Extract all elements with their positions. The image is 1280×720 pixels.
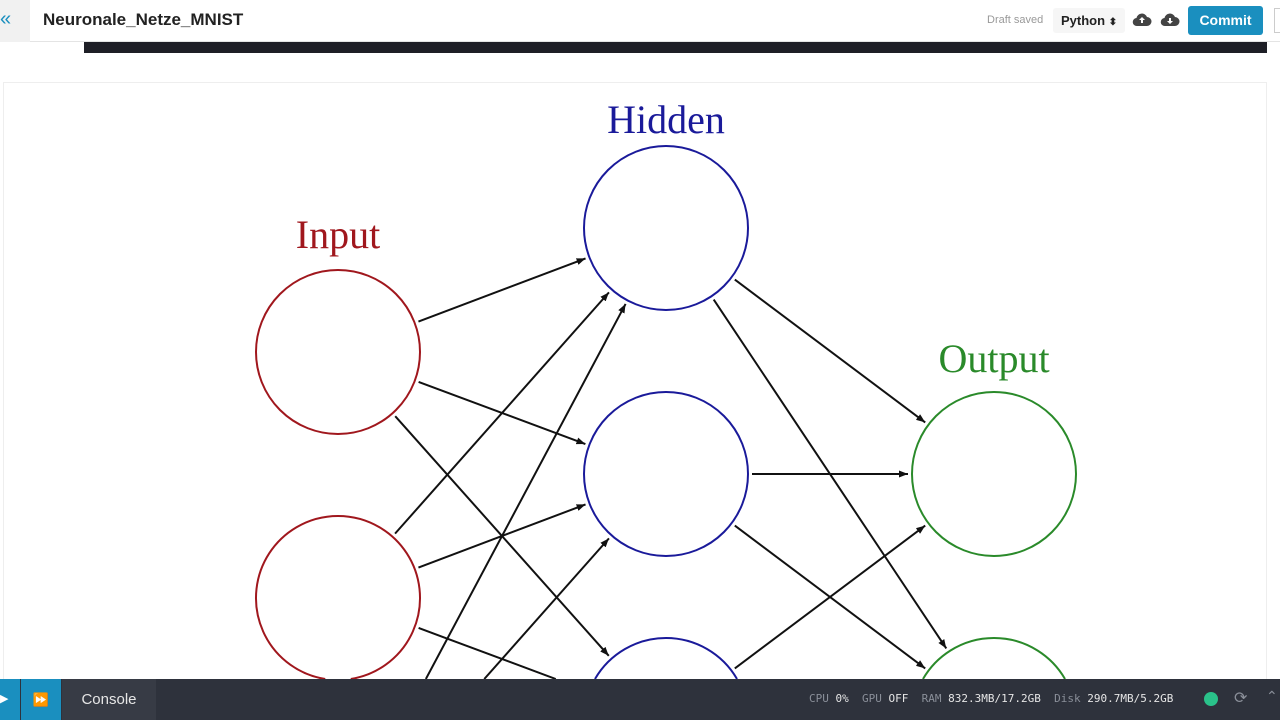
run-all-icon[interactable]: ⏩ bbox=[21, 679, 61, 720]
disk-value: 290.7MB/5.2GB bbox=[1087, 692, 1174, 705]
gpu-value: OFF bbox=[888, 692, 909, 705]
neural-network-diagram: Input Hidden Output bbox=[255, 97, 1077, 679]
cloud-download-icon[interactable] bbox=[1160, 10, 1180, 30]
console-tab[interactable]: Console bbox=[62, 679, 156, 720]
refresh-icon[interactable]: ⟳ bbox=[1234, 690, 1248, 707]
output-node-o1 bbox=[911, 391, 1077, 557]
edge-h3-o1 bbox=[734, 524, 926, 670]
edge-h1-o1 bbox=[734, 278, 926, 424]
output-node-o2 bbox=[922, 637, 1066, 679]
cell-output-bar bbox=[84, 42, 1267, 53]
cpu-value: 0% bbox=[835, 692, 849, 705]
hidden-node-h2 bbox=[583, 391, 749, 557]
select-caret-icon: ⬍ bbox=[1108, 17, 1118, 28]
disk-label: Disk bbox=[1054, 692, 1081, 705]
hidden-node-h3 bbox=[594, 637, 738, 679]
input-node-i1 bbox=[255, 269, 421, 435]
ram-label: RAM bbox=[921, 692, 942, 705]
language-value: Python bbox=[1061, 13, 1106, 28]
edge-i1-h1 bbox=[418, 257, 586, 323]
edge-i3-h2 bbox=[483, 537, 610, 679]
notebook-title[interactable]: Neuronale_Netze_MNIST bbox=[43, 10, 244, 29]
kernel-status-icon bbox=[1204, 692, 1218, 706]
input-node-i2 bbox=[255, 515, 421, 679]
hidden-node-h1 bbox=[583, 145, 749, 311]
language-select[interactable]: Python ⬍ bbox=[1053, 8, 1126, 33]
edge-i2-h3 bbox=[418, 627, 557, 679]
output-image-panel bbox=[3, 82, 1267, 679]
edge-i2-h1 bbox=[394, 291, 610, 535]
editor-header: « Neuronale_Netze_MNIST Draft saved Pyth… bbox=[0, 0, 1280, 42]
edge-i3-h1 bbox=[424, 303, 627, 679]
expand-icon[interactable]: ⌃ bbox=[1266, 688, 1278, 704]
cloud-upload-icon[interactable] bbox=[1132, 10, 1152, 30]
commit-button[interactable]: Commit bbox=[1188, 6, 1263, 35]
ram-value: 832.3MB/17.2GB bbox=[948, 692, 1041, 705]
resource-stats: CPU 0% GPU OFF RAM 832.3MB/17.2GB Disk 2… bbox=[809, 692, 1173, 705]
gpu-label: GPU bbox=[862, 692, 882, 705]
output-layer-label: Output bbox=[938, 336, 1049, 381]
cpu-label: CPU bbox=[809, 692, 829, 705]
run-icon[interactable]: ▶ bbox=[0, 679, 20, 720]
draft-status: Draft saved bbox=[987, 14, 1044, 26]
collapse-sidebar-icon[interactable]: « bbox=[0, 0, 30, 42]
input-layer-label: Input bbox=[296, 212, 380, 257]
more-button[interactable] bbox=[1274, 8, 1280, 33]
hidden-layer-label: Hidden bbox=[607, 97, 725, 142]
bottom-toolbar: ▶ ⏩ Console CPU 0% GPU OFF RAM 832.3MB/1… bbox=[0, 679, 1280, 720]
